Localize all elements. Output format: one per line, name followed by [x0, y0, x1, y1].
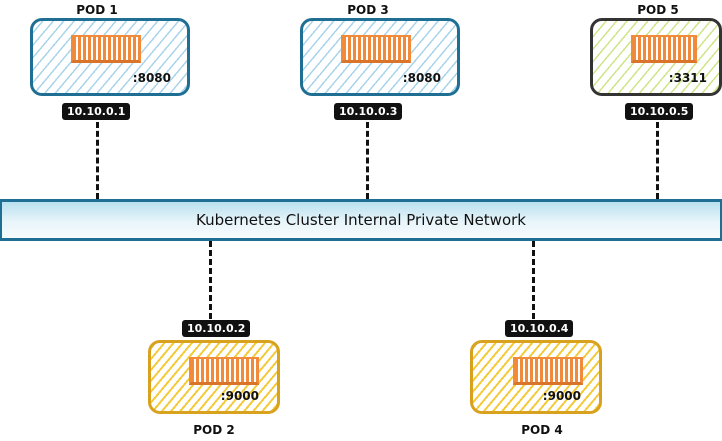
- pod-2-ip: 10.10.0.2: [182, 320, 251, 337]
- container-icon: [631, 35, 697, 63]
- pod-4-ip: 10.10.0.4: [505, 320, 574, 337]
- container-icon: [513, 357, 583, 385]
- pod-5-port: :3311: [668, 71, 707, 85]
- pod-4-title: POD 4: [521, 423, 563, 437]
- cluster-network-bar: Kubernetes Cluster Internal Private Netw…: [0, 199, 722, 241]
- pod-3[interactable]: :8080: [300, 18, 460, 96]
- pod-2[interactable]: :9000: [148, 340, 280, 414]
- pod-4-link: [532, 241, 535, 319]
- container-icon: [71, 35, 141, 63]
- pod-1-port: :8080: [132, 71, 171, 85]
- pod-3-link: [366, 122, 369, 199]
- pod-3-ip: 10.10.0.3: [334, 103, 403, 120]
- pod-1-ip: 10.10.0.1: [62, 103, 131, 120]
- pod-4-port: :9000: [542, 389, 581, 403]
- pod-5-link: [656, 122, 659, 199]
- pod-5-ip: 10.10.0.5: [625, 103, 694, 120]
- pod-5[interactable]: :3311: [590, 18, 722, 96]
- container-icon: [341, 35, 411, 63]
- pod-3-title: POD 3: [347, 3, 389, 17]
- pod-1[interactable]: :8080: [30, 18, 190, 96]
- pod-1-link: [96, 122, 99, 199]
- pod-2-title: POD 2: [193, 423, 235, 437]
- pod-3-port: :8080: [402, 71, 441, 85]
- pod-2-link: [209, 241, 212, 319]
- pod-4[interactable]: :9000: [470, 340, 602, 414]
- container-icon: [189, 357, 259, 385]
- pod-5-title: POD 5: [637, 3, 679, 17]
- pod-2-port: :9000: [220, 389, 259, 403]
- pod-1-title: POD 1: [76, 3, 118, 17]
